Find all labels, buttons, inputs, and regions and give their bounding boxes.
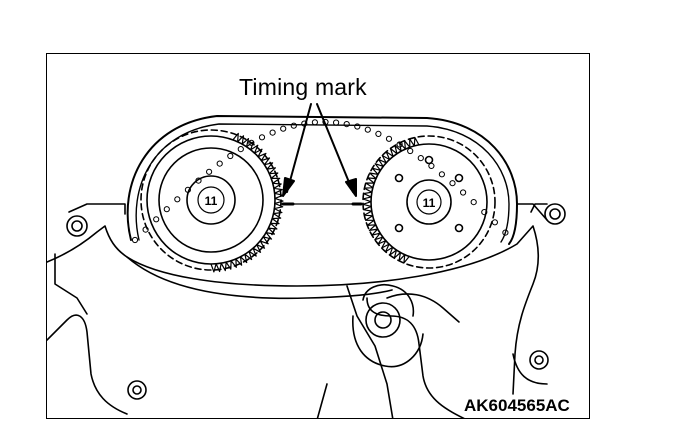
figure-code: AK604565AC: [464, 396, 570, 415]
chain-link: [174, 196, 181, 203]
chain-link: [163, 206, 170, 213]
chain-link: [407, 147, 414, 155]
left-sprocket-teeth: [210, 132, 284, 273]
chain-link: [311, 119, 318, 126]
sprocket-tooth-profile: [362, 136, 420, 264]
chain-link: [153, 216, 160, 223]
chain-link: [290, 122, 297, 129]
right-bolt-label: 11: [423, 196, 436, 210]
chain-link: [343, 121, 350, 128]
timing-chain: [126, 115, 518, 245]
chain-link: [237, 146, 244, 153]
chain-link: [417, 155, 424, 162]
callout-arrows: [282, 103, 357, 197]
chain-link: [269, 129, 276, 136]
chain-link: [470, 199, 477, 206]
chain-link: [449, 180, 456, 187]
cover-boss: [352, 284, 424, 368]
chain-link: [280, 125, 287, 132]
right-camshaft-sprocket: 11: [362, 135, 496, 269]
engine-cover-outline: [47, 203, 548, 418]
chain-link: [364, 126, 371, 133]
chain-link: [206, 168, 213, 175]
chain-link: [385, 135, 393, 142]
diagram-frame: 11 11 Timing mark AK604565AC: [46, 53, 590, 419]
chain-link: [460, 189, 467, 196]
chain-link: [333, 119, 340, 126]
chain-link: [216, 160, 223, 167]
chain-link: [375, 130, 382, 138]
chain-link: [396, 141, 403, 148]
chain-link: [491, 219, 498, 226]
chain-link: [502, 229, 509, 236]
timing-chain-drawing: 11 11: [47, 103, 566, 418]
right-sprocket-teeth: [362, 136, 420, 264]
chain-link: [354, 123, 361, 130]
chain-links: [131, 118, 509, 244]
sprocket-tooth-profile: [210, 132, 284, 273]
left-bolt-label: 11: [205, 194, 218, 208]
chain-link: [131, 236, 139, 244]
left-camshaft-sprocket: 11: [140, 129, 284, 273]
cover-bolts: [66, 203, 566, 400]
chain-link: [438, 171, 445, 178]
chain-link: [227, 152, 234, 160]
chain-link: [248, 139, 255, 146]
timing-mark-callout: Timing mark: [239, 74, 367, 100]
chain-link: [258, 134, 266, 141]
